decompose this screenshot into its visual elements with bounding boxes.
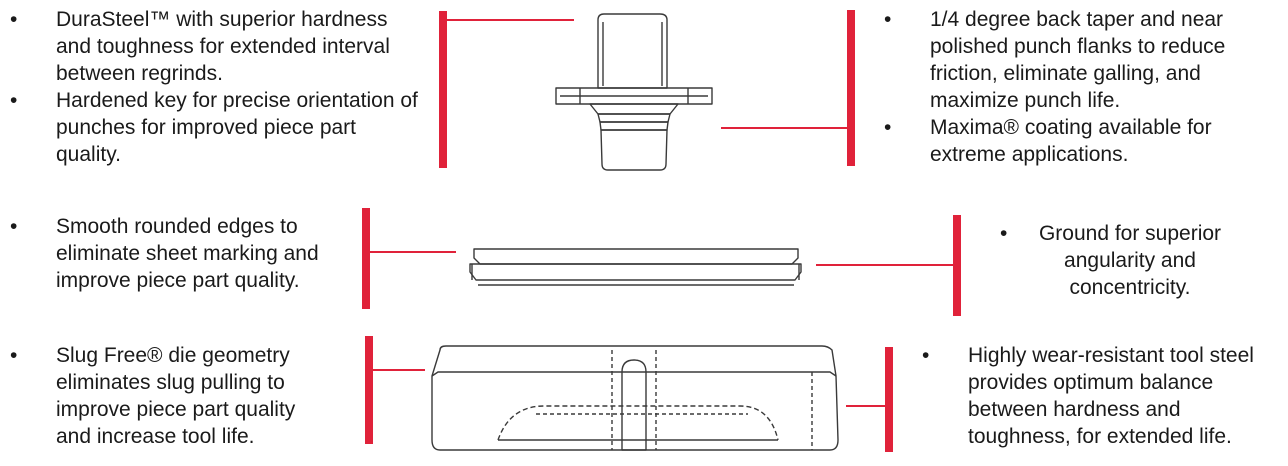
bullet-icon: • (10, 8, 18, 31)
bullet-icon: • (922, 344, 930, 367)
feature-bullet: • Hardened key for precise orientation of… (6, 87, 418, 168)
bullet-icon: • (1000, 222, 1008, 245)
feature-text: Maxima® coating available for extreme ap… (930, 116, 1212, 166)
feature-bullet: • DuraSteel™ with superior hardness and t… (6, 6, 418, 87)
bullet-icon: • (884, 116, 892, 139)
punch-right-callout-text: • 1/4 degree back taper and near polished… (880, 6, 1275, 168)
stripper-right-callout-text: • Ground for superior angularity and conc… (1000, 220, 1230, 301)
bullet-icon: • (10, 344, 18, 367)
feature-text: Smooth rounded edges to eliminate sheet … (56, 215, 319, 292)
feature-bullet: • Highly wear-resistant tool steel provid… (918, 342, 1284, 450)
feature-bullet: • Slug Free® die geometry eliminates slug… (6, 342, 316, 450)
feature-bullet: • Smooth rounded edges to eliminate sheet… (6, 213, 336, 294)
feature-text: DuraSteel™ with superior hardness and to… (56, 8, 390, 85)
feature-bullet: • Ground for superior angularity and conc… (1000, 220, 1230, 301)
punch-left-callout-text: • DuraSteel™ with superior hardness and t… (6, 6, 418, 168)
feature-bullet: • 1/4 degree back taper and near polished… (880, 6, 1275, 114)
feature-text: 1/4 degree back taper and near polished … (930, 8, 1226, 112)
bullet-icon: • (10, 215, 18, 238)
feature-text: Ground for superior angularity and conce… (1038, 222, 1222, 299)
feature-text: Slug Free® die geometry eliminates slug … (56, 344, 296, 448)
feature-bullet: • Maxima® coating available for extreme a… (880, 114, 1275, 168)
bullet-icon: • (10, 89, 18, 112)
die-right-callout-text: • Highly wear-resistant tool steel provid… (918, 342, 1284, 450)
die-drawing (431, 345, 839, 451)
feature-text: Hardened key for precise orientation of … (56, 89, 418, 166)
feature-text: Highly wear-resistant tool steel provide… (968, 344, 1254, 448)
punch-drawing (555, 13, 713, 171)
bullet-icon: • (884, 8, 892, 31)
die-left-callout-text: • Slug Free® die geometry eliminates slug… (6, 342, 316, 450)
stripper-left-callout-text: • Smooth rounded edges to eliminate sheet… (6, 213, 336, 294)
stripper-drawing (469, 248, 802, 286)
